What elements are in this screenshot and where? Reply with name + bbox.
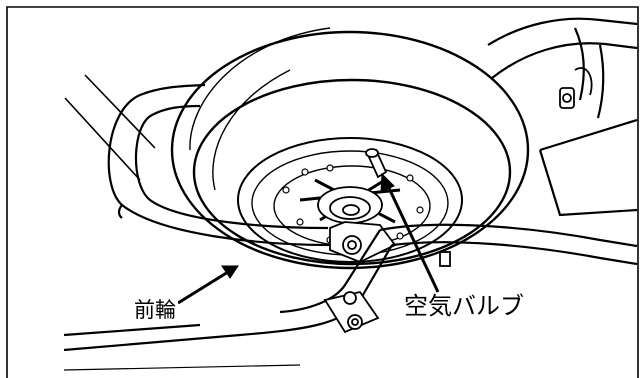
front-wheel-arrowhead bbox=[221, 265, 239, 279]
air-valve-label: 空気バルブ bbox=[402, 292, 526, 320]
bracket bbox=[323, 251, 451, 334]
air-valve-leader bbox=[386, 185, 440, 293]
background-lines bbox=[64, 74, 156, 181]
cable-fitting bbox=[559, 67, 593, 109]
front-wheel-label: 前輪 bbox=[132, 298, 178, 322]
air-valve-arrowhead bbox=[380, 172, 395, 193]
air-valve bbox=[365, 148, 388, 179]
frame-tube bbox=[487, 17, 638, 217]
callout-arrows bbox=[177, 172, 440, 305]
ground-line bbox=[63, 364, 301, 371]
figure-border bbox=[6, 6, 639, 378]
front-wheel-leader bbox=[177, 270, 229, 305]
handle-tube bbox=[107, 83, 331, 247]
hub bbox=[299, 178, 401, 224]
